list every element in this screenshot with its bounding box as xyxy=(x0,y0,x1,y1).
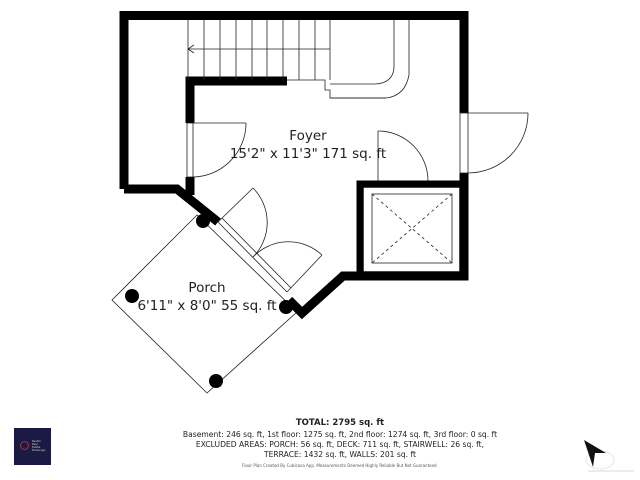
elevator xyxy=(356,180,468,280)
porch-door-left[interactable] xyxy=(217,187,268,258)
right-door-frame xyxy=(459,112,469,174)
brokerage-logo: Realtor Real Estate Brokerage xyxy=(14,428,51,465)
credit-text: Floor Plan Created By Cubicasa App. Meas… xyxy=(242,463,438,468)
walls xyxy=(119,11,469,320)
foyer-dimensions: 15'2" x 11'3" 171 sq. ft xyxy=(230,146,386,162)
excluded-areas-cont: TERRACE: 1432 sq. ft, WALLS: 201 sq. ft xyxy=(263,450,417,459)
excluded-areas: EXCLUDED AREAS: PORCH: 56 sq. ft, DECK: … xyxy=(195,440,485,449)
right-door[interactable] xyxy=(467,112,529,174)
logo-mark-icon xyxy=(20,441,29,450)
foyer-name: Foyer xyxy=(289,128,327,144)
porch-post xyxy=(209,374,223,388)
floor-areas: Basement: 246 sq. ft, 1st floor: 1275 sq… xyxy=(182,430,498,439)
left-door-frame xyxy=(186,122,194,178)
porch-post xyxy=(125,289,139,303)
porch-door-right[interactable] xyxy=(252,241,323,293)
north-arrow-icon xyxy=(584,440,634,472)
porch-dimensions: 6'11" x 8'0" 55 sq. ft xyxy=(137,298,276,314)
porch-name: Porch xyxy=(188,280,225,296)
logo-text: Realtor Real Estate Brokerage xyxy=(32,440,46,452)
staircase xyxy=(187,20,410,99)
total-area: TOTAL: 2795 sq. ft xyxy=(295,418,385,428)
left-door[interactable] xyxy=(191,122,247,178)
floor-plan: Foyer 15'2" x 11'3" 171 sq. ft Porch 6'1… xyxy=(111,11,529,394)
porch-door-frame xyxy=(217,221,288,293)
